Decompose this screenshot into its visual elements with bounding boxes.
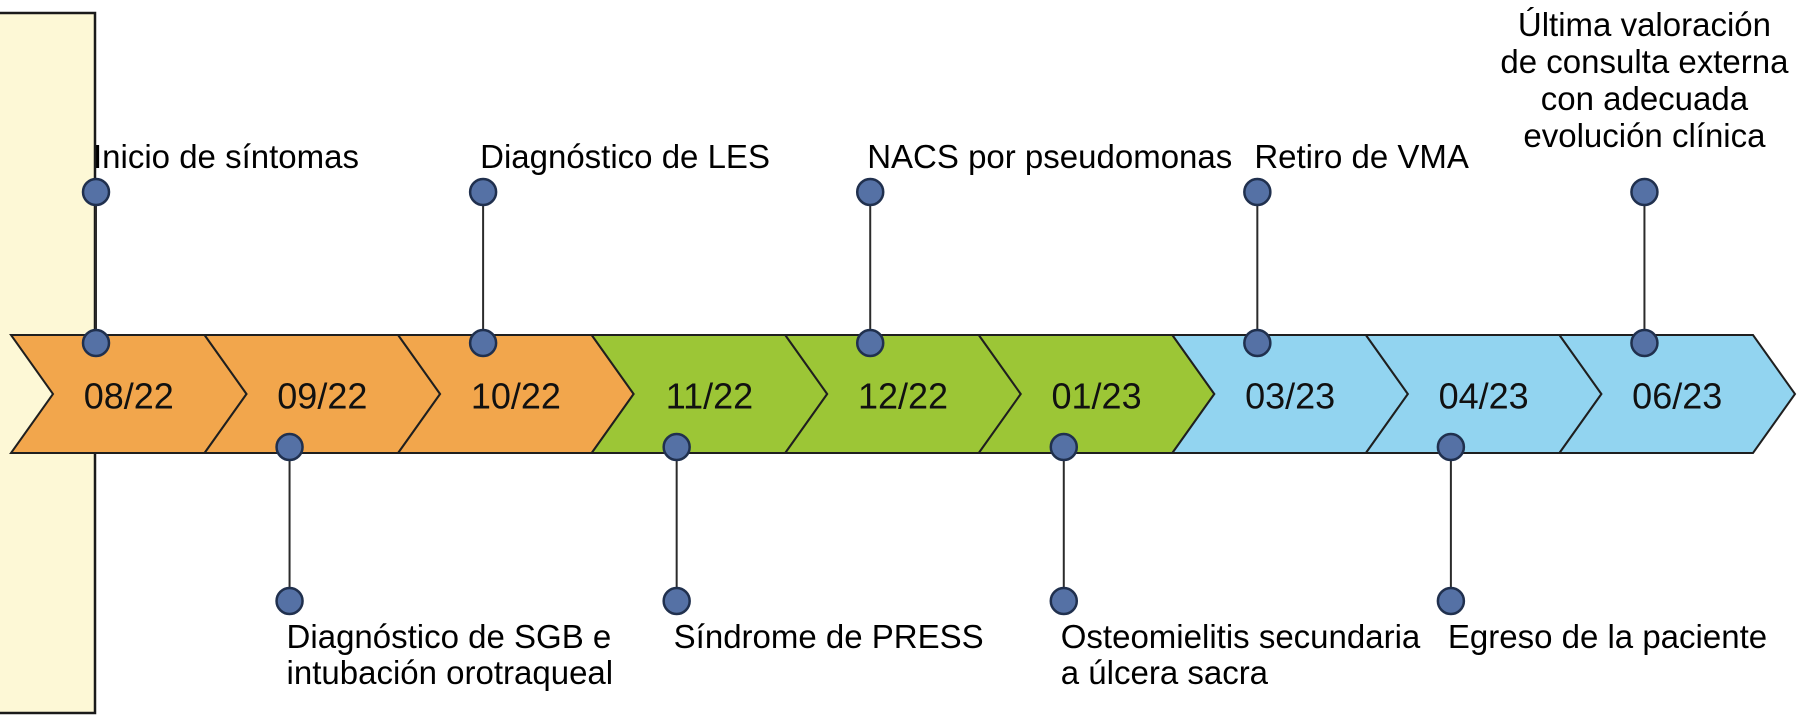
timeline-anchor-dot — [1630, 328, 1659, 358]
event-marker-dot — [1049, 586, 1079, 616]
segment-date-label: 08/22 — [84, 376, 174, 417]
event-marker-dot — [81, 177, 111, 207]
event-marker-dot — [1630, 177, 1659, 207]
timeline-anchor-dot — [275, 432, 304, 462]
event-marker-dot — [275, 586, 304, 616]
event-marker-dot — [855, 177, 885, 207]
timeline-anchor-dot — [1049, 432, 1079, 462]
timeline-anchor-dot — [662, 432, 691, 462]
segment-date-label: 12/22 — [858, 376, 948, 417]
event-marker-dot — [662, 586, 691, 616]
segment-chevron — [1557, 334, 1797, 454]
segment-date-label: 10/22 — [471, 376, 561, 417]
event-marker-dot — [1243, 177, 1272, 207]
timeline-anchor-dot — [1436, 432, 1466, 462]
segment-date-label: 01/23 — [1052, 376, 1142, 417]
timeline-anchor-dot — [81, 328, 111, 358]
segment-date-label: 09/22 — [277, 376, 367, 417]
event-marker-dot — [1436, 586, 1466, 616]
segment-date-label: 04/23 — [1439, 376, 1529, 417]
segment-date-label: 03/23 — [1245, 376, 1335, 417]
segment-date-label: 06/23 — [1632, 376, 1722, 417]
event-marker-dot — [468, 177, 498, 207]
timeline-anchor-dot — [855, 328, 885, 358]
segment-date-label: 11/22 — [666, 376, 753, 417]
timeline-anchor-dot — [468, 328, 498, 358]
timeline-anchor-dot — [1243, 328, 1272, 358]
